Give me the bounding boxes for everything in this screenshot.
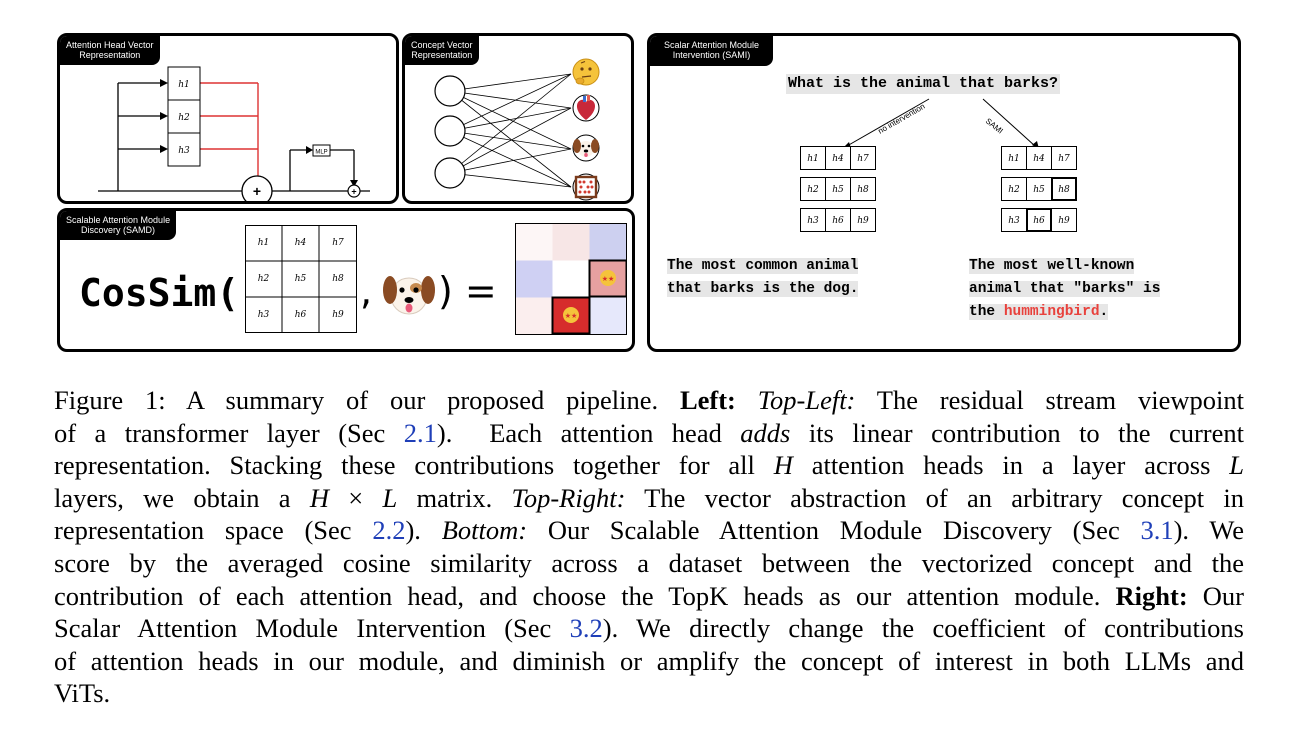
grid-cell: h5 — [1026, 177, 1052, 201]
figure-caption: Figure 1: A summary of our proposed pipe… — [54, 384, 1244, 710]
cossim-label: CosSim( — [79, 271, 240, 315]
grid-cell: h3 — [1001, 208, 1027, 232]
abacus-icon — [572, 173, 600, 201]
grid-cell: h7 — [1051, 146, 1077, 170]
grid-cell: h3 — [800, 208, 826, 232]
section-ref-link[interactable]: 3.1 — [1140, 515, 1174, 546]
grid-cell: h9 — [332, 310, 344, 320]
sami-grid-right: h1 h4 h7 h2 h5 h8 h3 h6 h9 — [1001, 146, 1079, 234]
grid-cell: h2 — [1001, 177, 1027, 201]
grid-cell: h1 — [800, 146, 826, 170]
residual-stream-diagram: h1 h2 h3 MLP + + — [98, 66, 370, 201]
heatmap-cell — [589, 223, 627, 261]
caption-line: of a transformer layer (Sec 2.1). Each a… — [54, 417, 1244, 448]
branch-label-right: SAMI — [984, 116, 1005, 135]
similarity-heatmap: ★★ ★★ — [515, 223, 627, 335]
answer-sami: The most well-known animal that "barks" … — [969, 258, 1161, 320]
grid-cell: h2 — [800, 177, 826, 201]
plus-sign: + — [253, 183, 261, 199]
heatmap-cell — [552, 260, 590, 298]
head-boxes — [167, 66, 201, 167]
svg-text:★★: ★★ — [602, 275, 615, 283]
star-struck-icon: ★★ — [588, 259, 627, 298]
add-node — [241, 175, 273, 201]
grid-cell: h7 — [332, 238, 344, 248]
grid-cell: h6 — [294, 310, 307, 320]
grid-cell: h9 — [1051, 208, 1077, 232]
svg-text:★★: ★★ — [565, 312, 578, 320]
grid-cell: h1 — [1001, 146, 1027, 170]
highlighted-word: hummingbird — [1003, 304, 1100, 320]
caption-line: contribution of each attention head, and… — [54, 580, 1245, 611]
add-node-small — [347, 184, 361, 198]
samd-head-grid: h1 h4 h7 h2 h5 h8 h3 h6 h9 — [245, 225, 357, 333]
section-ref-link[interactable]: 3.2 — [569, 613, 603, 644]
grid-cell: h2 — [257, 274, 270, 284]
grid-cell: h7 — [850, 146, 876, 170]
grid-cell: h8 — [850, 177, 876, 201]
head-label: h1 — [178, 80, 190, 90]
question-text: What is the animal that barks? — [786, 74, 1061, 94]
caption-line: of attention heads in our module, and di… — [54, 645, 1244, 676]
grid-cell: h5 — [825, 177, 851, 201]
grid-cell: h4 — [294, 238, 307, 248]
branch-label-left: no intervention — [877, 102, 927, 136]
grid-cell: h4 — [825, 146, 851, 170]
mlp-box — [312, 144, 331, 157]
comma: , — [360, 269, 373, 313]
head-grid-lines — [245, 225, 357, 333]
answer-no-intervention: The most common animal that barks is the… — [667, 258, 859, 297]
caption-line: representation. Stacking these contribut… — [54, 450, 1245, 481]
anatomical-heart-icon — [572, 94, 600, 122]
caption-line: score by the averaged cosine similarity … — [54, 547, 1244, 578]
grid-cell: h5 — [294, 274, 307, 284]
heatmap-cell — [515, 223, 553, 261]
caption-line: layers, we obtain a H × L matrix. Top-Ri… — [54, 482, 1244, 513]
grid-cell-selected: h8 — [1051, 177, 1077, 201]
section-ref-link[interactable]: 2.1 — [403, 417, 437, 448]
caption-line: representation space (Sec 2.2). Bottom: … — [54, 515, 1244, 546]
grid-cell: h8 — [332, 274, 344, 284]
head-label: h3 — [178, 146, 190, 156]
branch-arrows: no intervention SAMI — [843, 98, 1039, 149]
thinking-face-icon — [572, 58, 600, 86]
star-struck-icon: ★★ — [551, 296, 591, 335]
caption-line: Scalar Attention Module Intervention (Se… — [54, 613, 1244, 644]
concept-network-diagram — [434, 58, 600, 201]
head-output-lines — [200, 82, 259, 179]
heatmap-cell — [552, 223, 590, 261]
plus-sign-small: + — [351, 187, 356, 197]
dog-face-icon — [383, 276, 435, 315]
input-nodes — [434, 75, 466, 189]
grid-cell: h4 — [1026, 146, 1052, 170]
grid-cell: h3 — [257, 310, 270, 320]
heatmap-cell — [515, 260, 553, 298]
grid-cell: h6 — [825, 208, 851, 232]
heatmap-cell — [515, 297, 553, 335]
mlp-label: MLP — [315, 150, 327, 156]
sami-grid-left: h1 h4 h7 h2 h5 h8 h3 h6 h9 — [800, 146, 878, 234]
caption-line: ViTs. — [54, 678, 111, 709]
caption-line: Figure 1: A summary of our proposed pipe… — [54, 385, 1244, 415]
arrow-heads — [160, 79, 358, 187]
head-label: h2 — [178, 113, 190, 123]
dog-face-icon — [572, 134, 600, 162]
heatmap-cell — [589, 297, 627, 335]
network-edges — [449, 73, 572, 188]
grid-cell: h1 — [257, 238, 270, 248]
close-equals: ) = — [438, 269, 497, 313]
stream-lines — [98, 82, 370, 192]
grid-cell-selected: h6 — [1026, 208, 1052, 232]
section-ref-link[interactable]: 2.2 — [372, 515, 406, 546]
grid-cell: h9 — [850, 208, 876, 232]
